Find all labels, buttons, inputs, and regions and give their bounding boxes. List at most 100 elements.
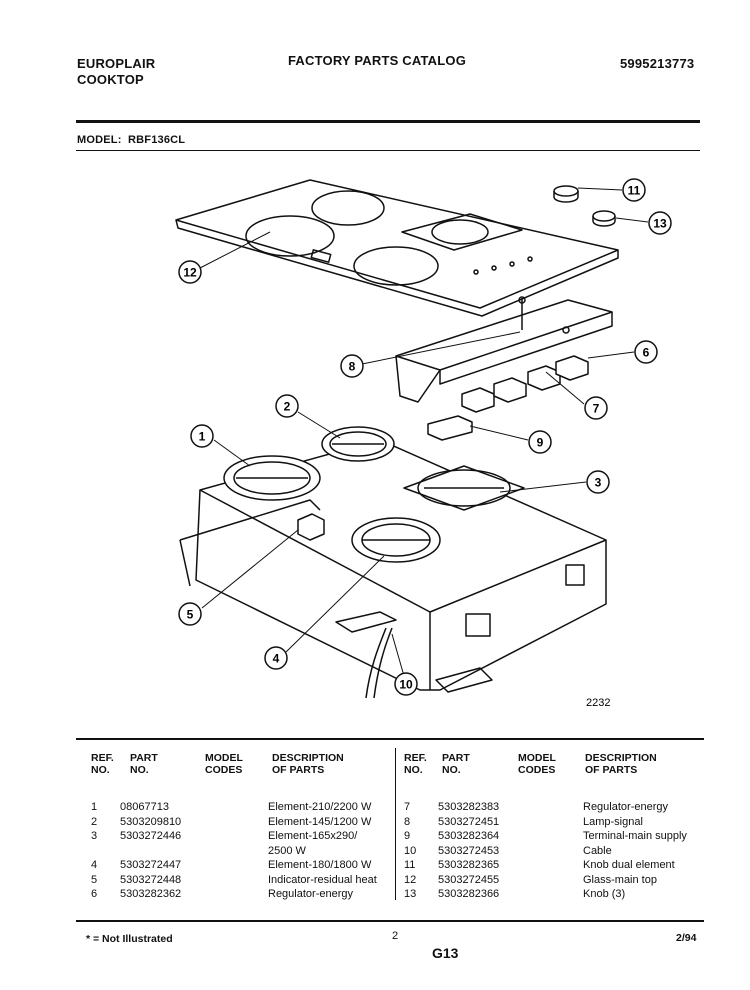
table-row	[91, 844, 97, 859]
part-description: Knob dual element	[583, 859, 675, 871]
callout-12: 12	[178, 260, 202, 284]
model-value: RBF136CL	[128, 134, 186, 146]
heating-element-parts	[223, 426, 525, 563]
part-description: Regulator-energy	[583, 801, 668, 813]
table-divider	[395, 748, 396, 900]
part-description: Indicator-residual heat	[268, 873, 377, 886]
svg-text:1: 1	[199, 430, 206, 444]
table-row: 11	[404, 859, 416, 871]
svg-text:8: 8	[349, 360, 356, 374]
callout-13: 13	[648, 211, 672, 235]
callout-11: 11	[622, 178, 646, 202]
exploded-parts-diagram: 11 13 12 8 6 7 9 2 1 3 5 4 10 2232	[175, 178, 672, 709]
part-description: Lamp-signal	[583, 815, 643, 828]
part-number: 5303272453	[438, 844, 500, 857]
page-number: 2	[392, 930, 399, 942]
table-row: 13	[404, 888, 417, 900]
svg-text:2: 2	[284, 400, 291, 414]
knob-parts	[553, 185, 616, 227]
revision-date: 2/94	[676, 932, 697, 944]
part-description: Cable	[583, 844, 612, 857]
table-row: 1	[91, 801, 98, 813]
part-number: 5303209810	[120, 815, 182, 828]
part-description: Regulator-energy	[268, 888, 353, 900]
table-row: 4	[91, 859, 98, 871]
svg-text:3: 3	[595, 476, 602, 490]
table-row: 5	[91, 873, 98, 886]
svg-text:13: 13	[653, 217, 667, 231]
part-number: 5303282364	[438, 830, 500, 842]
svg-text:6: 6	[643, 346, 650, 360]
part-number: 5303282383	[438, 801, 500, 813]
callout-1: 1	[190, 424, 214, 448]
model-label: MODEL:	[77, 134, 122, 146]
callout-7: 7	[584, 396, 608, 420]
part-number: 5303272455	[438, 873, 500, 886]
table-row: 3	[91, 830, 98, 842]
svg-text:12: 12	[183, 266, 197, 280]
part-description: Element-165x290/	[268, 830, 358, 842]
svg-text:10: 10	[399, 678, 413, 692]
leader-lines	[199, 187, 649, 677]
col-header-model: MODEL CODES	[205, 752, 243, 776]
col-header-part: PART NO.	[130, 752, 158, 776]
part-description: Element-210/2200 W	[268, 801, 372, 813]
callout-4: 4	[264, 646, 288, 670]
part-number: 5303272447	[120, 859, 182, 871]
table-top-rule	[76, 738, 704, 740]
catalog-number: 5995213773	[620, 56, 695, 71]
part-number: 5303272448	[120, 873, 182, 886]
catalog-title: FACTORY PARTS CATALOG	[288, 53, 467, 68]
table-bottom-rule	[76, 920, 704, 922]
callout-6: 6	[634, 340, 658, 364]
callout-3: 3	[586, 470, 610, 494]
table-row: 2	[91, 815, 98, 828]
part-number: 5303282365	[438, 859, 500, 871]
svg-text:5: 5	[187, 608, 194, 622]
svg-text:11: 11	[628, 184, 641, 198]
col-header-ref-right: REF. NO.	[404, 752, 427, 776]
not-illustrated-note: * = Not Illustrated	[86, 933, 173, 945]
table-row: 7	[404, 801, 411, 813]
header-rule	[76, 120, 700, 123]
part-number: 5303282362	[120, 888, 182, 900]
col-header-ref: REF. NO.	[91, 752, 114, 776]
control-bracket-part	[395, 296, 613, 441]
table-row: 8	[404, 815, 411, 828]
part-number: 08067713	[120, 801, 169, 813]
table-row: 9	[404, 830, 411, 842]
part-description: Glass-main top	[583, 873, 657, 886]
part-description: 2500 W	[268, 844, 306, 857]
callout-9: 9	[528, 430, 552, 454]
part-number: 5303282366	[438, 888, 500, 900]
page-code: G13	[432, 945, 459, 961]
col-header-model-right: MODEL CODES	[518, 752, 556, 776]
col-header-desc: DESCRIPTION OF PARTS	[272, 752, 344, 776]
table-row: 12	[404, 873, 417, 886]
callout-10: 10	[394, 672, 418, 696]
callout-8: 8	[340, 354, 364, 378]
part-description: Element-180/1800 W	[268, 859, 372, 871]
svg-text:7: 7	[593, 402, 600, 416]
table-row: 6	[91, 888, 98, 900]
callout-5: 5	[178, 602, 202, 626]
col-header-part-right: PART NO.	[442, 752, 470, 776]
part-number: 5303272451	[438, 815, 500, 828]
glass-top-part	[175, 179, 619, 317]
part-number	[120, 844, 181, 859]
cable-part-2	[373, 627, 393, 699]
callout-markers: 11 13 12 8 6 7 9 2 1 3 5 4 10	[178, 178, 672, 696]
table-row: 10	[404, 844, 417, 857]
svg-text:4: 4	[273, 652, 280, 666]
figure-number: 2232	[586, 697, 610, 709]
callout-2: 2	[275, 394, 299, 418]
product-name: COOKTOP	[77, 72, 144, 87]
brand-name: EUROPLAIR	[77, 56, 156, 71]
part-description: Knob (3)	[583, 888, 626, 900]
svg-text:9: 9	[537, 436, 544, 450]
model-rule	[76, 150, 700, 151]
part-number: 5303272446	[120, 830, 182, 842]
part-description: Terminal-main supply	[583, 830, 687, 842]
cable-part	[365, 627, 387, 699]
part-description: Element-145/1200 W	[268, 815, 372, 828]
